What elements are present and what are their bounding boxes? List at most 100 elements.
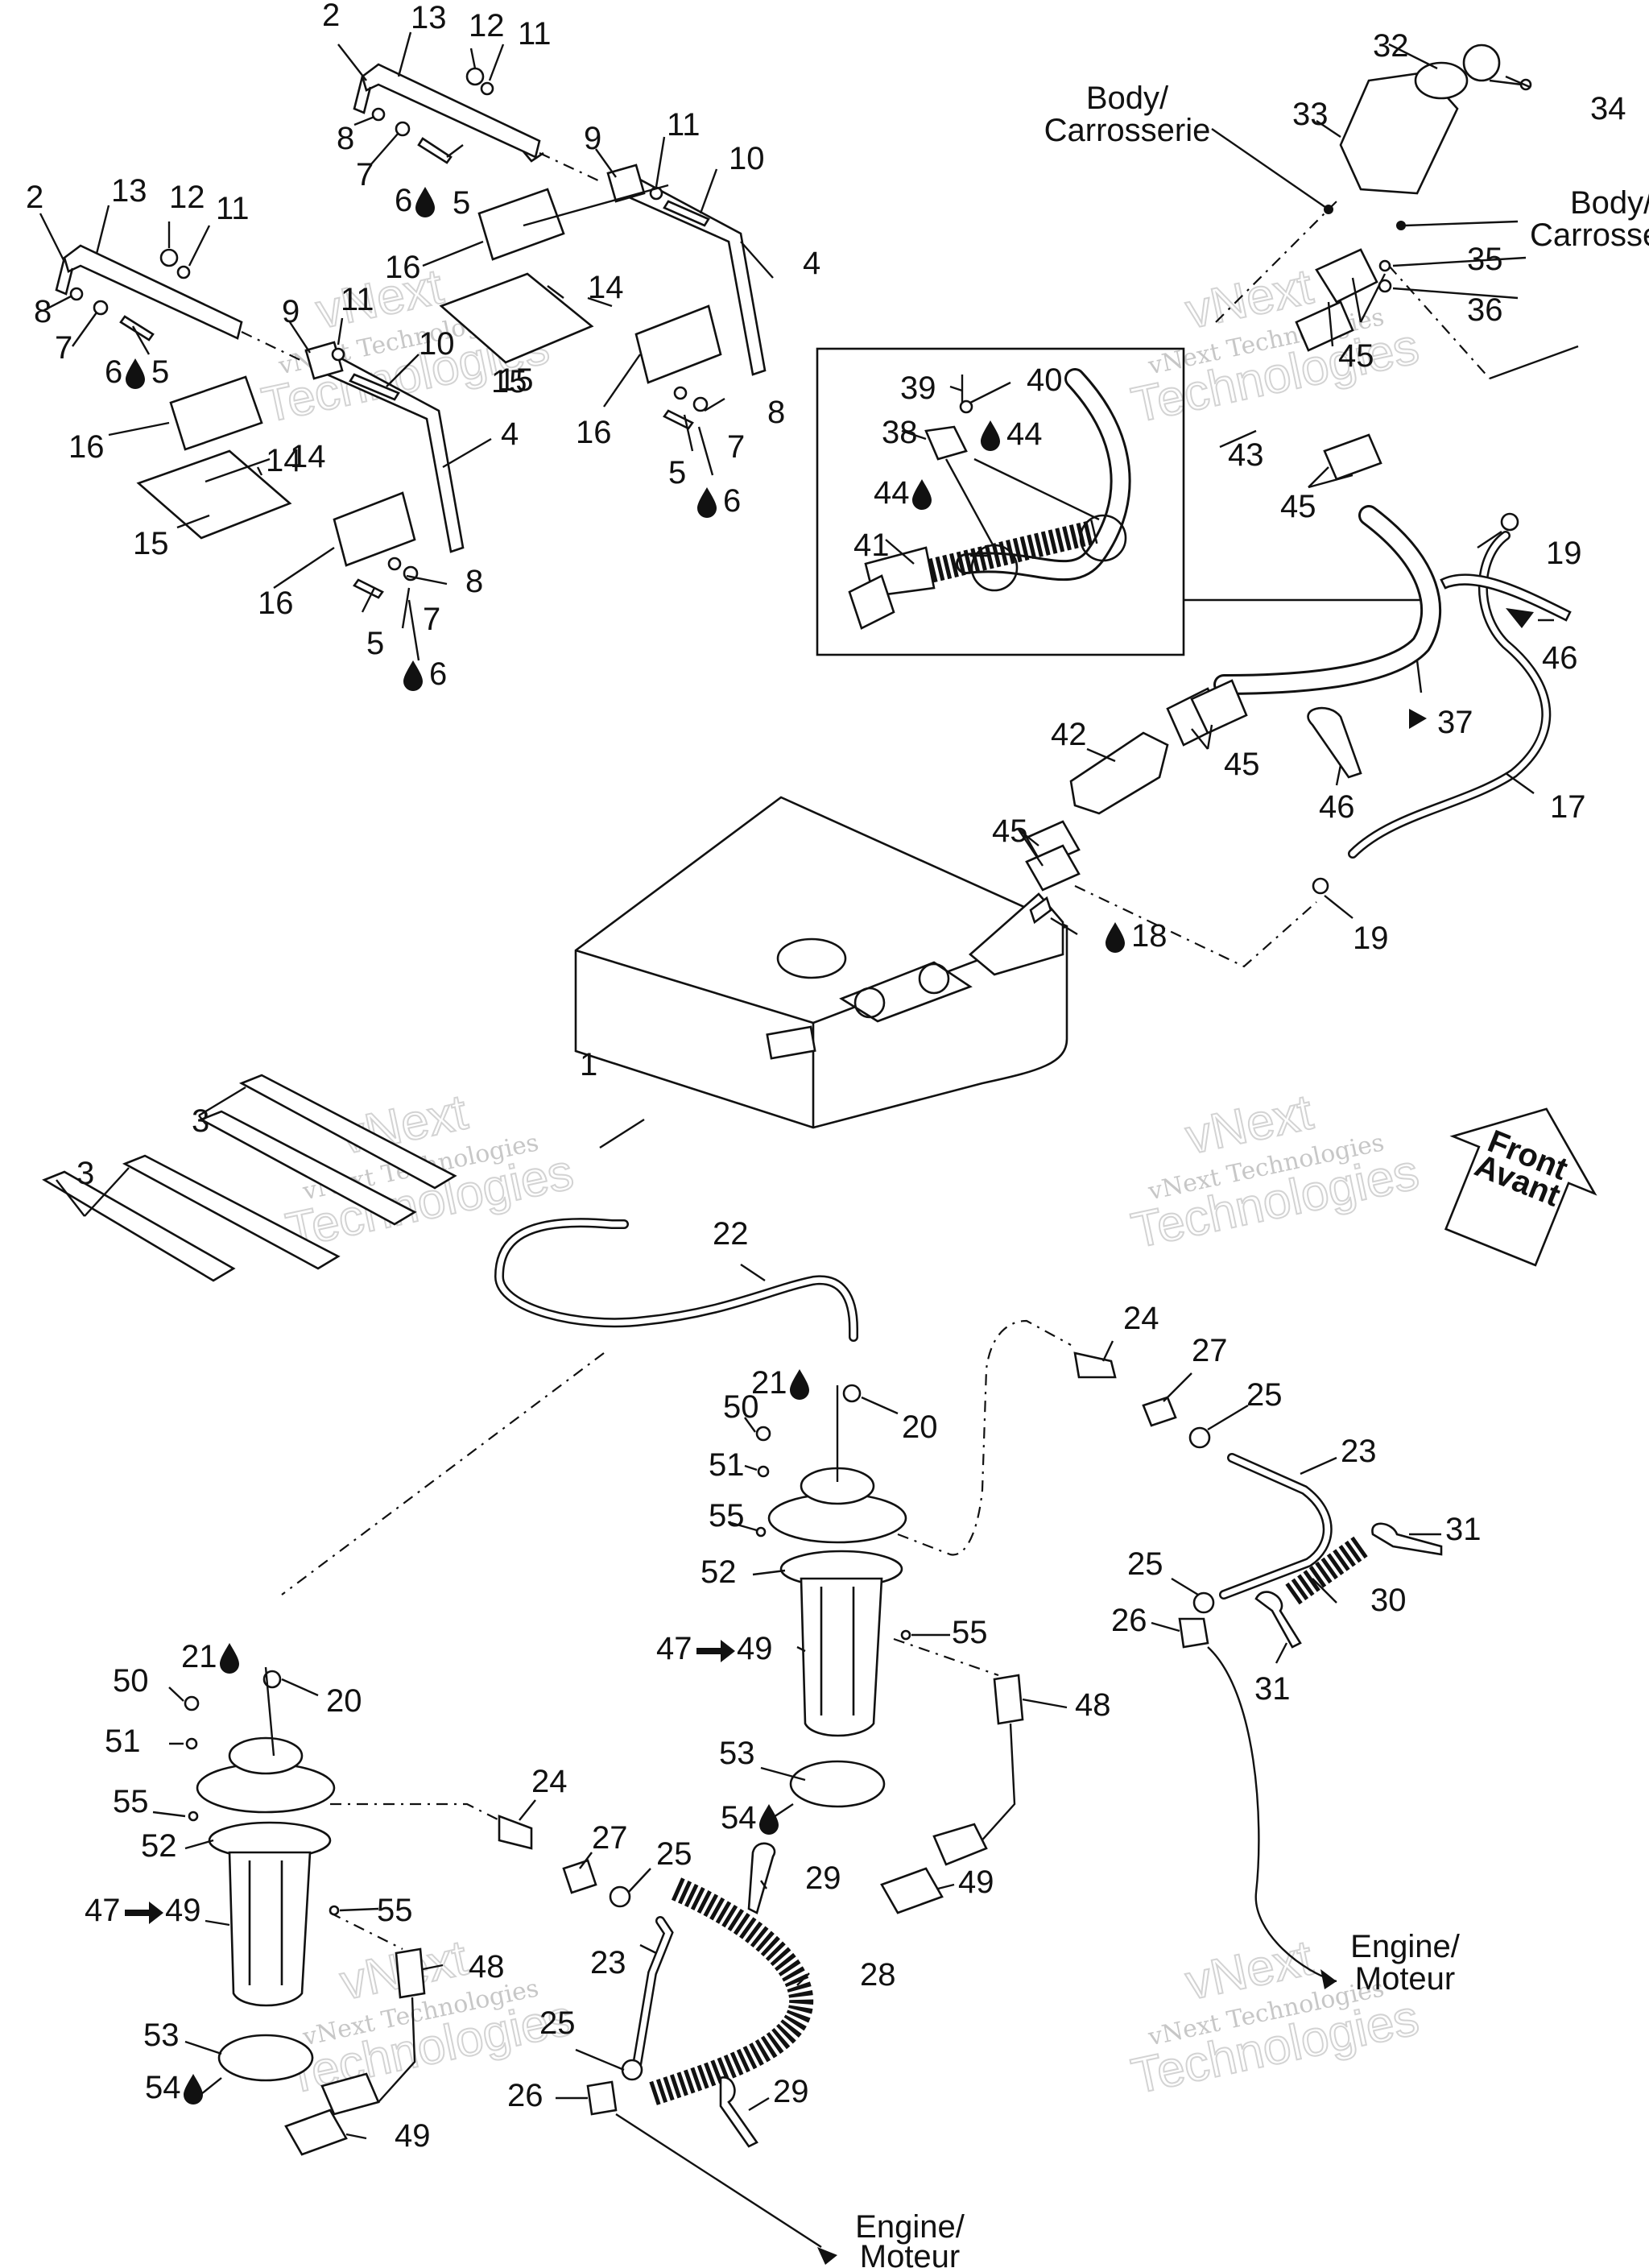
part-number-ring: 53 [719,1736,755,1771]
washer-51-b [185,1737,198,1750]
nut-12-upper [465,67,485,86]
washer-40 [959,399,973,414]
clip-27-a [1142,1396,1177,1427]
tank-opening [776,937,847,979]
part-number-washer: 11 [341,282,374,317]
range-label: 47 49 [656,1631,773,1666]
part-number-connector: 26 [1111,1603,1147,1638]
part-number-strap-anchor: 9 [584,121,601,156]
right-arrow-icon [696,1640,735,1662]
part-number-tie: 29 [805,1860,841,1896]
bracket-assembly-upper [353,63,767,430]
watermark: vNext vNext Technologies Technologies [1126,1083,1424,1260]
washer-11-upper [480,81,494,96]
part-number-washer: 8 [465,564,483,599]
part-number-nut: 12 [469,8,505,43]
part-number-gasket: 52 [701,1554,737,1590]
tank-label [766,1025,816,1060]
strap-anchor-9-upper [606,163,646,203]
part-number-washer: 36 [1467,292,1503,328]
part-number-clamp: 19 [1546,536,1582,571]
part-number-vent-hose: 17 [1550,789,1586,825]
fluid-drop-icon [697,487,717,518]
part-number-clamp: 25 [1127,1546,1163,1582]
filler-hose-assembly [1025,505,1442,968]
elbow-42 [1069,731,1169,815]
part-number-screw: 39 [900,370,936,406]
washer-11-d [331,347,345,362]
part-number-bolt: 5 [151,354,169,390]
elbow-detail [848,574,895,630]
bracket-13-lower [63,244,243,340]
bolt-5-lower [119,315,155,341]
part-number-gasket: 52 [141,1828,177,1864]
part-number-screw: 55 [113,1784,149,1819]
vent-hose-assembly [1312,512,1572,895]
body-callout: Body/ [1086,81,1169,116]
part-number-screw: 14 [290,439,326,474]
part-number-clamp: 25 [539,2005,576,2041]
part-number-connector: 24 [1123,1301,1159,1336]
tie-31-a [1371,1522,1443,1556]
filler-neck-assembly [1215,43,1579,481]
part-number-screw: 55 [952,1615,988,1650]
part-number-washer: 7 [55,330,72,366]
clamp-25-a [1188,1426,1211,1449]
part-number-elbow: 42 [1051,717,1087,752]
part-number-float: 49 [395,2118,431,2154]
engine-callout: Engine/ [855,2209,965,2245]
part-number-clamp: 45 [1280,489,1316,524]
part-number-strap: 4 [803,246,820,281]
part-number-pad: 3 [76,1156,94,1191]
cap-32 [1414,61,1469,100]
clamp-20-a [842,1384,862,1403]
part-number-plate: 16 [258,586,294,621]
fluid-drop-icon [912,479,932,510]
part-number-tie: 46 [1542,640,1578,676]
part-number-strap: 4 [501,416,519,452]
connector-24-b [498,1815,533,1850]
part-number-pad: 3 [192,1103,209,1139]
part-number-tie: 46 [1319,789,1355,825]
plate-16-d [333,491,416,567]
fuel-line-upper-right [1073,1351,1443,1983]
body-callout: Carrosserie [1044,113,1211,148]
part-number-fitting: 18 [1131,918,1168,954]
screw-55-c [188,1811,199,1822]
fluid-drop-icon [126,358,145,389]
pad-3-c [122,1154,341,1270]
leader-lines [39,31,1554,2140]
ground-wire-44-b [1079,514,1127,562]
part-number-washer: 11 [518,16,552,52]
fuel-tank [574,796,1068,1129]
bolt-10-lower [349,373,400,401]
part-number-nut: 12 [169,180,205,215]
washer-8-lower [69,287,84,301]
tie-31-b [1254,1591,1302,1649]
bracket-assembly-lower [55,244,465,599]
part-number-clamp: 45 [992,813,1028,849]
part-number-filler-hose: 37 [1437,705,1473,740]
part-number-washer: 40 [1027,362,1063,398]
part-number-clamp: 45 [1338,338,1374,374]
nut-35 [1378,259,1391,272]
screw-55-a [755,1526,767,1538]
ground-wire-44-a [970,544,1019,592]
tank-plate [839,961,973,1023]
part-number-sensor: 48 [469,1949,505,1984]
washer-7-b [692,396,709,412]
bolt-10-upper [663,200,710,227]
pump-body-b [228,1851,312,2007]
part-number-washer: 7 [727,429,745,465]
washer-51-a [757,1465,770,1478]
washer-11-lower [176,265,191,279]
washer-7-lower [93,300,109,316]
clamp-19-b [1312,877,1329,895]
part-number-filler-neck: 33 [1292,97,1329,132]
part-number-ground-strap: 41 [853,528,890,563]
part-number-plate: 16 [385,250,421,285]
part-number-hose: 22 [713,1216,749,1252]
part-number-tie: 31 [1254,1671,1291,1707]
clamp-45-c2 [1190,679,1248,735]
part-number-screw: 14 [266,443,302,478]
